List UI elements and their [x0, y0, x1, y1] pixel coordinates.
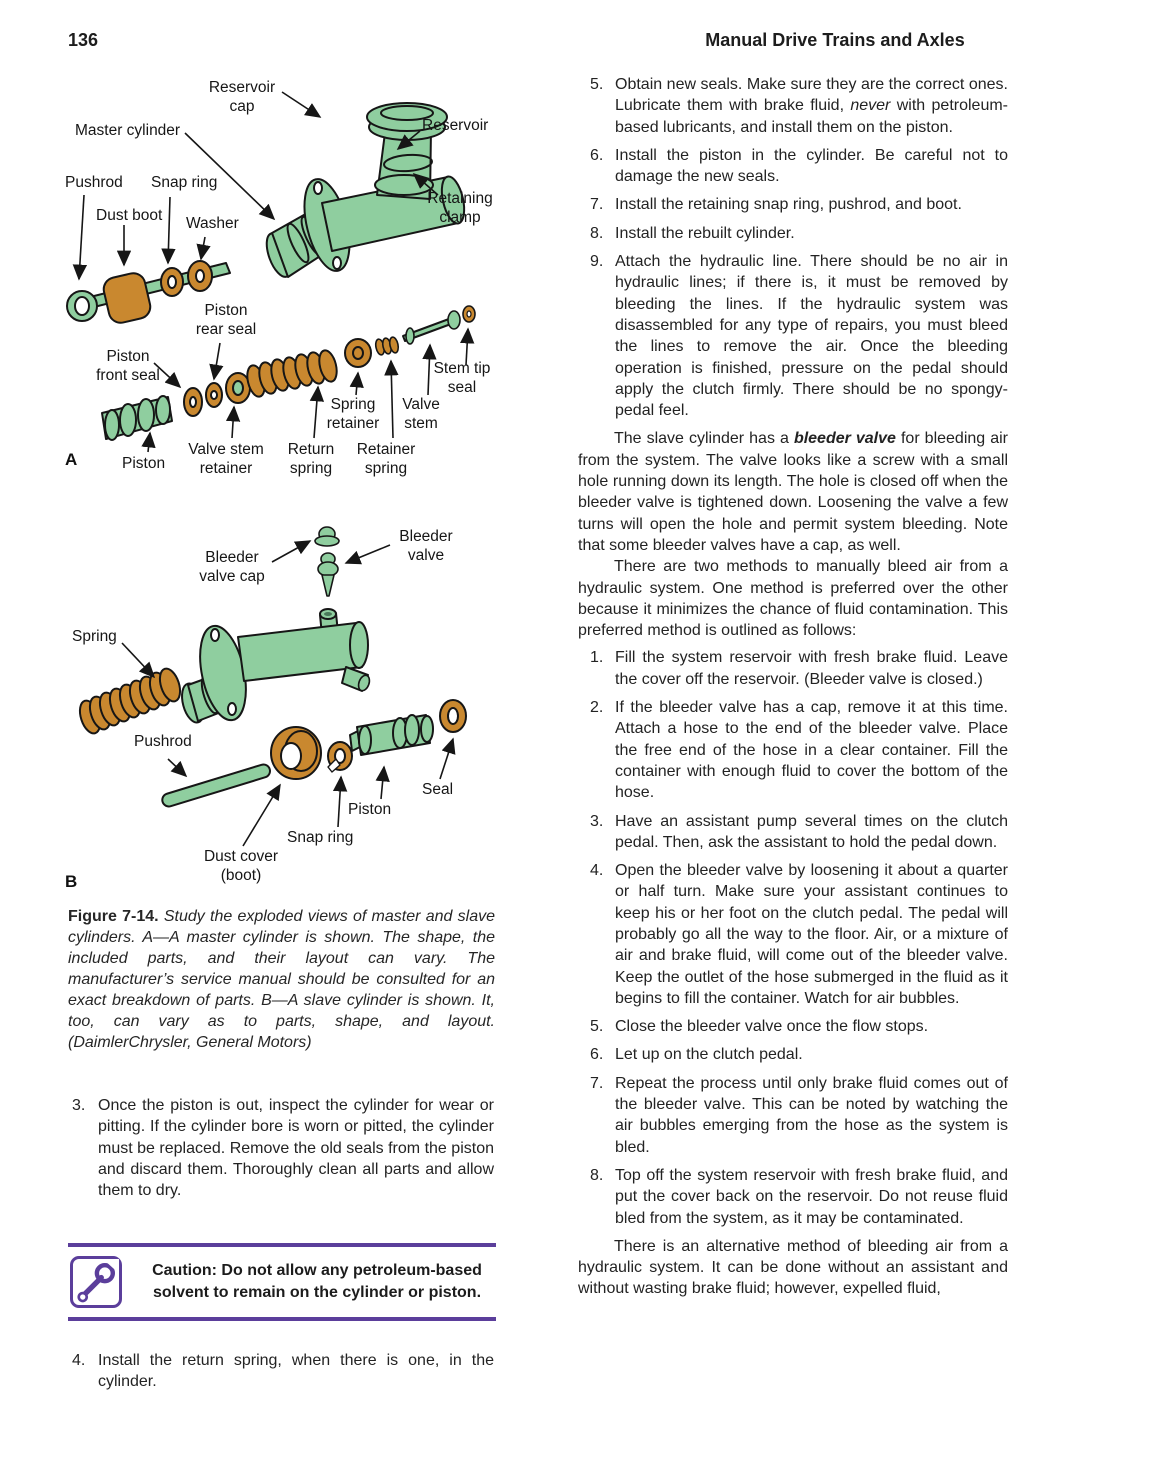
caution-box: Caution: Do not allow any petroleum-base…: [68, 1243, 496, 1321]
page-number: 136: [68, 30, 99, 50]
step-number: 5.: [590, 76, 604, 93]
label-master-cylinder: Master cylinder: [75, 122, 181, 139]
label-valve-stem-retainer: Valve stem retainer: [188, 441, 264, 477]
step-text: Obtain new seals. Make sure they are the…: [615, 76, 1008, 136]
label-retainer-spring: Retainer spring: [356, 441, 416, 477]
step-text: Install the retaining snap ring, pushrod…: [615, 196, 962, 214]
left-step-3: 3. Once the piston is out, inspect the c…: [68, 1095, 494, 1208]
label-reservoir: Reservoir: [422, 117, 489, 134]
step-number: 8.: [590, 224, 604, 242]
bleed-steps-list: 1. Fill the system reservoir with fresh …: [578, 647, 1008, 1228]
label-pushrod-a: Pushrod: [65, 174, 123, 191]
label-spring-b: Spring: [72, 628, 117, 645]
label-piston-b: Piston: [348, 801, 392, 818]
label-snap-ring-a: Snap ring: [151, 174, 218, 191]
step-9: 9. Attach the hydraulic line. There shou…: [578, 251, 1008, 421]
step-number: 4.: [72, 1352, 86, 1369]
paragraph-bleeder-valve: The slave cylinder has a bleeder valve f…: [578, 430, 1008, 554]
running-head: Manual Drive Trains and Axles: [705, 30, 965, 50]
paragraph-alternative-method: There is an alternative method of bleedi…: [578, 1237, 1008, 1298]
label-seal-b: Seal: [422, 781, 454, 798]
step-8: 8. Install the rebuilt cylinder.: [578, 223, 1008, 244]
label-snap-ring-b: Snap ring: [287, 829, 354, 846]
label-piston-front-seal: Piston front seal: [96, 348, 160, 384]
label-piston-a: Piston: [122, 455, 166, 472]
label-piston-rear-seal: Piston rear seal: [195, 302, 257, 338]
bleed-step-4: 4. Open the bleeder valve by loosening i…: [590, 862, 1008, 1007]
bleed-step-6: 6. Let up on the clutch pedal.: [590, 1046, 803, 1064]
bleed-step-2: 2. If the bleeder valve has a cap, remov…: [590, 699, 1008, 802]
figure-caption-label: Figure 7-14.: [68, 908, 159, 925]
callout-arrows: [72, 91, 475, 847]
label-reservoir-cap: Reservoir cap: [208, 79, 276, 115]
label-washer: Washer: [186, 215, 239, 232]
caution-text: Caution: Do not allow any petroleum-base…: [152, 1262, 482, 1301]
bleed-step-5: 5. Close the bleeder valve once the flow…: [590, 1018, 929, 1036]
label-dust-boot: Dust boot: [96, 207, 163, 224]
label-retaining-clamp: Retaining clamp: [427, 190, 493, 226]
step-text: Once the piston is out, inspect the cyli…: [98, 1097, 494, 1200]
figure-caption: Figure 7-14. Study the exploded views of…: [68, 906, 495, 1053]
step-7: 7. Install the retaining snap ring, push…: [578, 194, 1008, 215]
bleed-step-3: 3. Have an assistant pump several times …: [590, 812, 1008, 851]
step-number: 6.: [590, 146, 604, 164]
left-step-4: 4. Install the return spring, when there…: [68, 1350, 494, 1400]
bleed-step-1: 1. Fill the system reservoir with fresh …: [590, 649, 1008, 688]
label-dust-cover: Dust cover (boot): [203, 848, 279, 884]
wrench-icon: [70, 1251, 123, 1308]
exploded-view-illustration: [66, 91, 476, 847]
step-number: 9.: [590, 253, 604, 271]
label-pushrod-b: Pushrod: [134, 733, 192, 750]
label-bleeder-valve: Bleeder valve: [399, 528, 453, 564]
diagram-b-parts: [78, 526, 467, 808]
label-return-spring: Return spring: [287, 441, 335, 477]
step-number: 7.: [590, 196, 604, 214]
step-text: Install the rebuilt cylinder.: [615, 224, 795, 242]
step-text: Install the piston in the cylinder. Be c…: [615, 146, 1008, 186]
figure-caption-text: Study the exploded views of master and s…: [68, 908, 495, 1051]
bleed-step-8: 8. Top off the system reservoir with fre…: [590, 1166, 1008, 1227]
step-text: Install the return spring, when there is…: [98, 1352, 494, 1391]
diagram-a-parts: [66, 102, 476, 441]
label-spring-retainer: Spring retainer: [326, 396, 380, 432]
figure-7-14: Reservoir cap Master cylinder Reservoir …: [60, 75, 565, 915]
diagram-a-tag: A: [65, 450, 78, 469]
step-6: 6. Install the piston in the cylinder. B…: [578, 145, 1008, 188]
right-column: 5. Obtain new seals. Make sure they are …: [578, 74, 1008, 1300]
label-stem-tip-seal: Stem tip seal: [433, 360, 491, 396]
step-5: 5. Obtain new seals. Make sure they are …: [578, 74, 1008, 138]
label-valve-stem: Valve stem: [402, 396, 440, 432]
paragraph-two-methods: There are two methods to manually bleed …: [578, 558, 1008, 640]
diagram-b-tag: B: [65, 872, 78, 891]
bleed-step-7: 7. Repeat the process until only brake f…: [590, 1074, 1008, 1156]
step-number: 3.: [72, 1097, 86, 1114]
step-text: Attach the hydraulic line. There should …: [615, 253, 1008, 420]
label-bleeder-valve-cap: Bleeder valve cap: [199, 549, 265, 585]
